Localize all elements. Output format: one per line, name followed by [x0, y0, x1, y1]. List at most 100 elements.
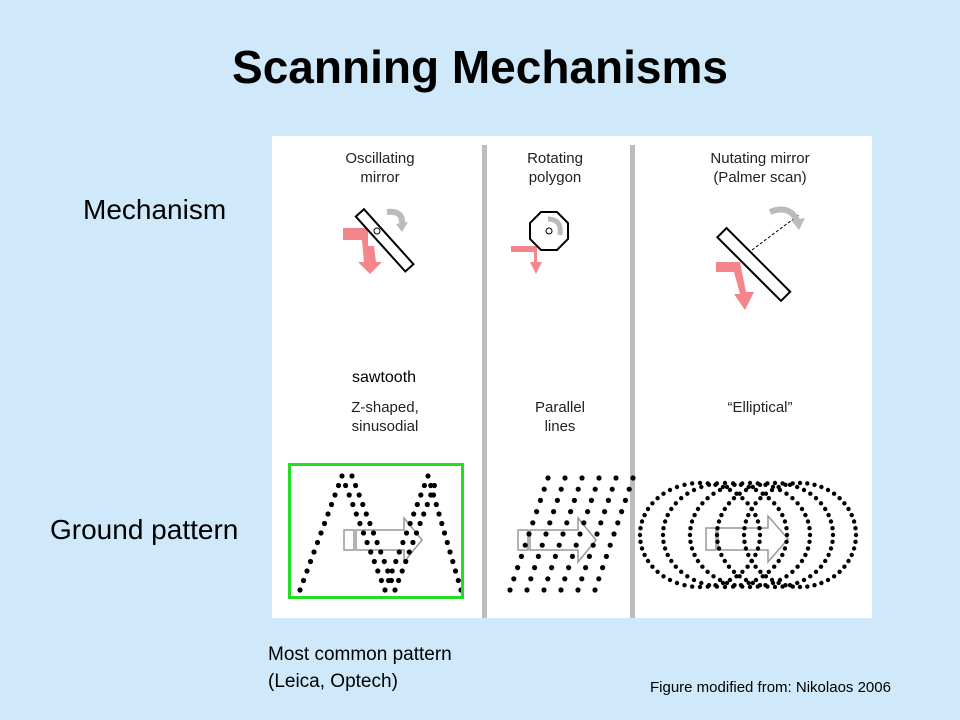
scan-dot — [799, 558, 805, 564]
scan-dot — [382, 587, 388, 593]
scan-dot — [566, 565, 572, 571]
scan-dot — [626, 486, 632, 492]
scan-dot — [737, 491, 742, 496]
scan-dot — [826, 512, 831, 518]
scan-dot — [853, 526, 858, 531]
scan-dot — [813, 496, 819, 501]
scan-dot — [581, 520, 587, 526]
scan-dot — [393, 558, 399, 565]
scan-dot — [695, 558, 701, 564]
scan-dot — [772, 501, 777, 506]
scan-dot — [715, 539, 720, 544]
scan-dot — [818, 564, 824, 569]
scan-dot — [727, 487, 733, 493]
scan-dot — [830, 526, 835, 531]
scan-dot — [746, 552, 751, 558]
scan-dot — [665, 552, 670, 558]
scan-dot — [363, 511, 369, 517]
scan-dot — [450, 558, 456, 565]
scan-dot — [374, 539, 380, 546]
scan-dot — [783, 482, 788, 487]
scan-dot — [717, 487, 723, 493]
scan-dot — [697, 480, 703, 486]
scan-dot — [655, 496, 660, 501]
scan-dot — [396, 577, 402, 584]
scan-dot — [602, 509, 608, 515]
scan-dot — [803, 552, 808, 558]
scan-dot — [776, 580, 781, 586]
scan-dot — [655, 569, 660, 574]
scan-dot — [436, 511, 442, 517]
scan-dot — [743, 519, 749, 524]
scan-dot — [776, 506, 781, 512]
scan-dot — [742, 539, 747, 544]
scan-dot — [790, 481, 795, 486]
scan-dot — [743, 487, 749, 493]
scan-dot — [846, 558, 851, 564]
scan-dot — [413, 530, 420, 536]
scan-dot — [321, 520, 328, 527]
scan-dot — [782, 519, 788, 524]
scan-dot — [562, 576, 568, 582]
scan-dot — [720, 580, 726, 586]
scan-dot — [692, 512, 697, 518]
scan-dot — [552, 553, 559, 560]
scan-dot — [818, 501, 824, 506]
scan-dot — [406, 549, 412, 555]
scan-dot — [556, 542, 562, 548]
scan-dot — [790, 584, 795, 589]
scan-dot — [360, 530, 367, 536]
scan-dot — [842, 564, 847, 569]
scan-dot — [353, 482, 359, 489]
scan-dot — [343, 482, 349, 489]
scan-dot — [837, 569, 842, 574]
scan-dot — [392, 587, 398, 593]
scan-dot — [801, 577, 807, 583]
scan-dot — [378, 549, 384, 555]
scan-dot — [795, 564, 800, 569]
scan-dot — [403, 530, 410, 536]
scan-dot — [719, 552, 724, 558]
scan-dot — [689, 546, 695, 551]
scan-dot — [747, 584, 753, 590]
scan-dot — [669, 506, 674, 512]
scan-dot — [692, 552, 697, 558]
scan-dot — [660, 532, 666, 538]
scan-dot — [741, 532, 747, 538]
scan-dot — [577, 531, 583, 537]
scan-dot — [611, 531, 617, 537]
scan-dot — [769, 577, 775, 583]
scan-dot — [717, 577, 723, 583]
scan-dot — [396, 549, 402, 555]
scan-dot — [740, 481, 745, 486]
scan-dot — [645, 506, 651, 512]
flight-direction-arrow-2 — [517, 515, 597, 565]
scan-dot — [639, 546, 645, 551]
scan-dot — [433, 501, 439, 508]
scan-dot — [560, 531, 566, 537]
scan-dot — [328, 501, 335, 508]
scan-dot — [690, 481, 695, 486]
scan-dot — [543, 531, 549, 537]
scan-dot — [297, 587, 303, 593]
scan-dot — [757, 583, 763, 588]
scan-dot — [830, 539, 835, 544]
scan-dot — [731, 569, 737, 574]
scan-dot — [772, 564, 777, 569]
scan-dot — [745, 564, 750, 569]
scan-dot — [746, 484, 751, 490]
scan-dot — [722, 558, 727, 564]
scan-dot — [695, 506, 701, 512]
scan-dot — [447, 549, 453, 555]
scan-dot — [813, 569, 819, 574]
scan-dot — [749, 558, 754, 564]
scan-dot — [507, 587, 513, 593]
scan-dot — [332, 492, 338, 498]
scan-dot — [673, 564, 678, 569]
scan-dot — [795, 484, 800, 490]
scan-dot — [831, 491, 837, 496]
scan-dot — [828, 519, 834, 524]
scan-dot — [803, 512, 808, 518]
col-title-nutating: Nutating mirror(Palmer scan) — [710, 150, 810, 186]
scan-dot — [746, 580, 751, 586]
